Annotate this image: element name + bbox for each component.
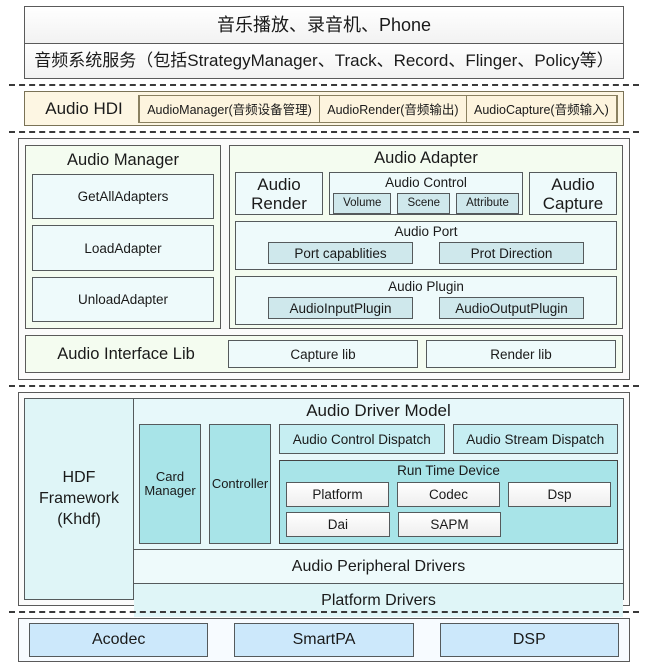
audio-driver-model-panel: Audio Driver Model Card Manager Controll… bbox=[134, 399, 623, 550]
run-time-device-row2: Dai SAPM bbox=[286, 512, 611, 538]
hdi-audiocapture-box: AudioCapture(音频输入) bbox=[465, 94, 617, 123]
audio-port-box: Audio Port Port capablities Prot Directi… bbox=[235, 221, 617, 271]
separator-hdi-hal bbox=[9, 131, 639, 134]
attribute-chip: Attribute bbox=[456, 193, 519, 215]
audio-driver-model-title: Audio Driver Model bbox=[306, 401, 451, 421]
audio-driver-model-body: Card Manager Controller Audio Control Di… bbox=[139, 424, 618, 545]
audio-manager-title: Audio Manager bbox=[67, 151, 179, 170]
audio-control-chips: Volume Scene Attribute bbox=[333, 193, 519, 215]
hal-top-row: Audio Manager GetAllAdapters LoadAdapter… bbox=[25, 145, 623, 330]
separator-apps-hdi bbox=[9, 84, 639, 86]
audio-control-title: Audio Control bbox=[385, 175, 467, 191]
driver-right-column: Audio Driver Model Card Manager Controll… bbox=[134, 398, 624, 618]
controller-box: Controller bbox=[209, 424, 271, 545]
sapm-box: SAPM bbox=[397, 512, 502, 538]
run-time-device-box: Run Time Device Platform Codec Dsp Dai S… bbox=[279, 460, 618, 545]
run-time-device-title: Run Time Device bbox=[397, 463, 500, 479]
hdf-framework-line2: Framework bbox=[38, 489, 119, 507]
port-direction-box: Prot Direction bbox=[439, 242, 584, 265]
audio-stream-dispatch-box: Audio Stream Dispatch bbox=[452, 424, 618, 455]
audio-output-plugin-box: AudioOutputPlugin bbox=[439, 297, 584, 320]
card-manager-line1: Card bbox=[155, 468, 185, 484]
dispatch-row: Audio Control Dispatch Audio Stream Disp… bbox=[279, 424, 618, 455]
audio-hdi-interfaces: AudioManager(音频设备管理) AudioRender(音频输出) A… bbox=[138, 94, 618, 123]
audio-hdi-title: Audio HDI bbox=[45, 98, 123, 118]
audio-capture-label: Audio Capture bbox=[542, 174, 604, 213]
dsp-box: Dsp bbox=[508, 482, 611, 508]
card-manager-line2: Manager bbox=[144, 483, 196, 499]
audio-render-label: Audio Render bbox=[251, 174, 307, 213]
hdi-audiomanager-box: AudioManager(音频设备管理) bbox=[139, 94, 321, 123]
volume-chip: Volume bbox=[333, 193, 392, 215]
audio-interface-lib-title: Audio Interface Lib bbox=[57, 344, 195, 363]
audio-port-children: Port capablities Prot Direction bbox=[236, 242, 616, 265]
audio-hal-layer: Audio Manager GetAllAdapters LoadAdapter… bbox=[18, 138, 630, 381]
audio-interface-lib-row: Audio Interface Lib Capture lib Render l… bbox=[25, 335, 623, 374]
audio-peripheral-drivers-row: Audio Peripheral Drivers bbox=[134, 549, 623, 584]
dsp-hardware-box: DSP bbox=[439, 623, 619, 658]
audio-render-box: Audio Render bbox=[235, 172, 323, 216]
audio-adapter-title: Audio Adapter bbox=[374, 149, 478, 168]
audio-adapter-panel: Audio Adapter Audio Render Audio Control… bbox=[229, 145, 623, 330]
hardware-layer: Acodec SmartPA DSP bbox=[18, 618, 630, 662]
loadadapter-box: LoadAdapter bbox=[32, 225, 214, 271]
run-time-device-row1: Platform Codec Dsp bbox=[286, 482, 611, 508]
unloadadapter-box: UnloadAdapter bbox=[32, 276, 214, 323]
audio-input-plugin-box: AudioInputPlugin bbox=[268, 297, 413, 320]
scene-chip: Scene bbox=[397, 193, 451, 215]
hdf-framework-line1: HDF bbox=[62, 468, 96, 486]
audio-manager-panel: Audio Manager GetAllAdapters LoadAdapter… bbox=[25, 145, 221, 330]
hdf-framework-box: HDF Framework (Khdf) bbox=[24, 398, 134, 601]
audio-manager-items: GetAllAdapters LoadAdapter UnloadAdapter bbox=[32, 174, 214, 323]
audio-plugin-children: AudioInputPlugin AudioOutputPlugin bbox=[236, 297, 616, 320]
run-time-device-grid: Platform Codec Dsp Dai SAPM bbox=[286, 482, 611, 538]
audio-capture-box: Audio Capture bbox=[529, 172, 617, 216]
getalladapters-box: GetAllAdapters bbox=[32, 174, 214, 220]
audio-port-title: Audio Port bbox=[394, 224, 458, 240]
audio-plugin-box: Audio Plugin AudioInputPlugin AudioOutpu… bbox=[235, 276, 617, 326]
audio-adapter-top-row: Audio Render Audio Control Volume Scene … bbox=[235, 172, 617, 216]
audio-hdi-layer: Audio HDI AudioManager(音频设备管理) AudioRend… bbox=[24, 91, 624, 127]
dai-box: Dai bbox=[286, 512, 390, 538]
audio-driver-layer: HDF Framework (Khdf) Audio Driver Model … bbox=[18, 392, 630, 618]
card-manager-box: Card Manager bbox=[139, 424, 201, 545]
capture-lib-box: Capture lib bbox=[228, 340, 418, 369]
separator-driver-hardware bbox=[9, 611, 639, 614]
application-layer: 音乐播放、录音机、Phone 音频系统服务（包括StrategyManager、… bbox=[24, 6, 624, 79]
separator-hal-driver bbox=[9, 385, 639, 388]
acodec-box: Acodec bbox=[29, 623, 209, 658]
hdi-audiorender-box: AudioRender(音频输出) bbox=[319, 94, 467, 123]
codec-box: Codec bbox=[397, 482, 500, 508]
audio-plugin-title: Audio Plugin bbox=[388, 279, 464, 295]
smartpa-box: SmartPA bbox=[234, 623, 414, 658]
dispatch-and-runtime: Audio Control Dispatch Audio Stream Disp… bbox=[279, 424, 618, 545]
port-capabilities-box: Port capablities bbox=[268, 242, 413, 265]
applications-row: 音乐播放、录音机、Phone bbox=[24, 6, 624, 44]
audio-control-box: Audio Control Volume Scene Attribute bbox=[329, 172, 523, 216]
hdf-framework-line3: (Khdf) bbox=[57, 510, 101, 528]
audio-system-service-row: 音频系统服务（包括StrategyManager、Track、Record、Fl… bbox=[24, 44, 624, 79]
platform-box: Platform bbox=[286, 482, 389, 508]
render-lib-box: Render lib bbox=[426, 340, 616, 369]
audio-control-dispatch-box: Audio Control Dispatch bbox=[279, 424, 445, 455]
controller-label: Controller bbox=[211, 475, 269, 491]
